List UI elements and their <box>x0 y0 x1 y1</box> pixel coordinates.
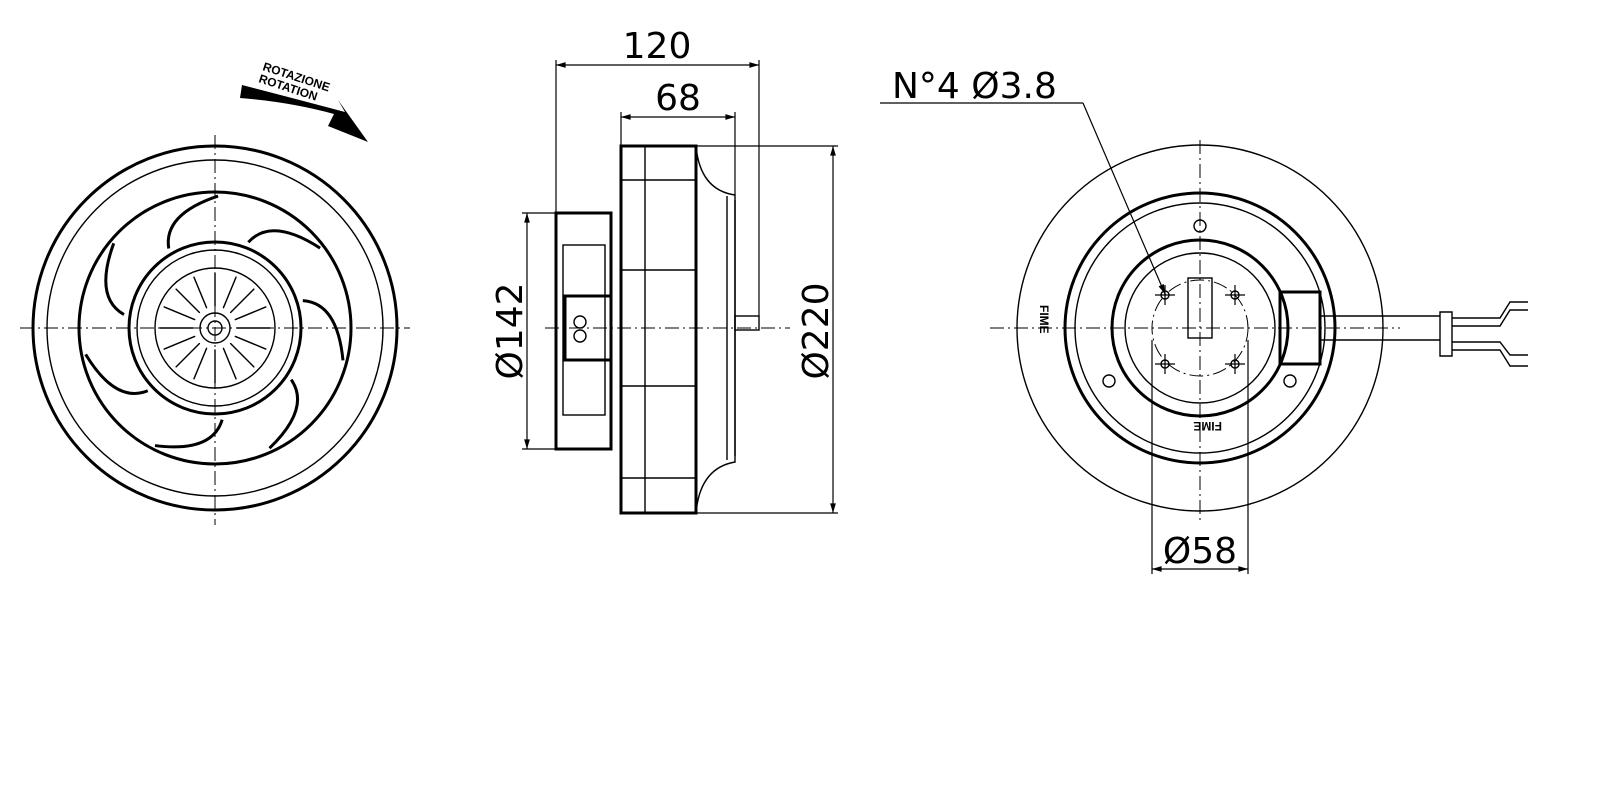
rotation-arrow: ROTAZIONE ROTATION <box>240 60 368 142</box>
hub-rib <box>222 276 237 309</box>
hub-rib <box>163 306 196 321</box>
hub-rib <box>163 335 196 350</box>
hub-rib <box>175 288 201 314</box>
impeller-blades <box>84 194 345 450</box>
brand-mark-bottom: FIME <box>1193 419 1222 433</box>
impeller-blade <box>166 194 219 249</box>
hub-rib <box>234 335 267 350</box>
hole-crosshair <box>1155 354 1175 374</box>
dim-impeller-diameter: Ø220 <box>796 282 837 379</box>
impeller-blade <box>154 419 224 449</box>
hole-crosshair <box>1225 354 1245 374</box>
hub-ribs <box>159 272 271 384</box>
hole-crosshair <box>1155 285 1175 305</box>
dim-impeller-length: 68 <box>655 78 701 119</box>
hub-rib <box>229 288 255 314</box>
rear-view: FIME FIME N°4 Ø3.8 Ø58 <box>880 66 1528 574</box>
brand-mark-side: FIME <box>1037 305 1051 334</box>
hub-rib <box>193 347 208 380</box>
hub-rib <box>222 347 237 380</box>
impeller-blade <box>268 378 300 450</box>
dim-overall-length: 120 <box>623 26 692 67</box>
impeller-blade <box>247 229 321 250</box>
hub-rib <box>175 342 201 368</box>
dim-motor-diameter: Ø142 <box>490 282 531 379</box>
front-view <box>20 135 410 525</box>
mounting-holes <box>1155 285 1245 374</box>
side-view: 120 68 Ø142 Ø220 <box>490 26 838 515</box>
hole-crosshair <box>1225 285 1245 305</box>
impeller-blade <box>104 242 125 316</box>
holes-note: N°4 Ø3.8 <box>892 66 1057 107</box>
hub-rib <box>193 276 208 309</box>
hub-rib <box>234 306 267 321</box>
hub-rib <box>229 342 255 368</box>
impeller-blade <box>84 353 149 395</box>
dim-hole-circle-diameter: Ø58 <box>1163 531 1237 572</box>
impeller-blade <box>302 299 345 361</box>
